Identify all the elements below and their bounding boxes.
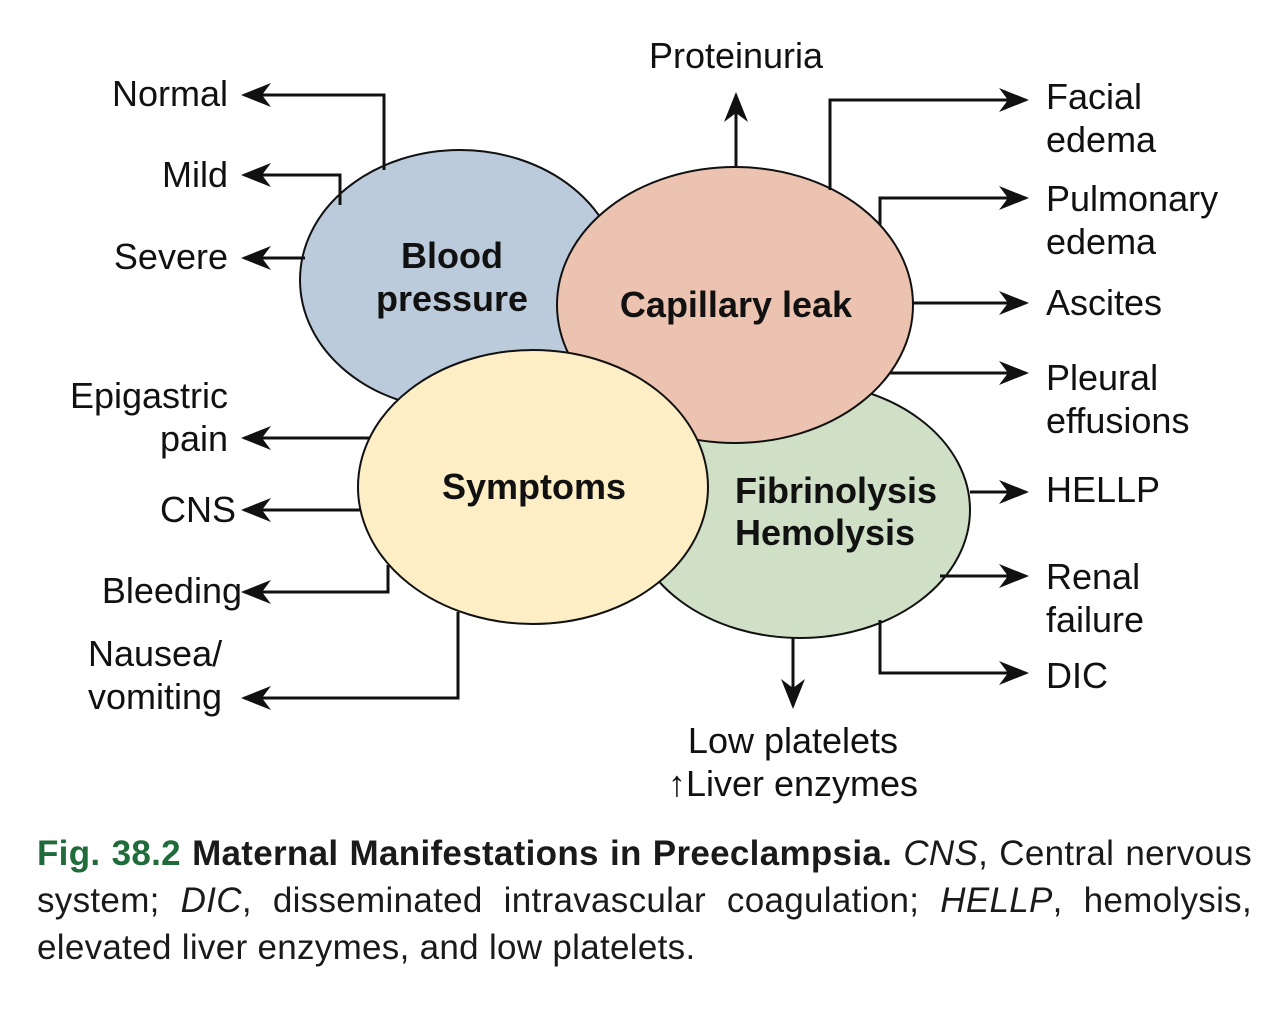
vomiting-label: vomiting — [88, 676, 222, 717]
figure-caption: Fig. 38.2 Maternal Manifestations in Pre… — [37, 830, 1252, 971]
figure-number: Fig. 38.2 — [37, 834, 181, 873]
severe-label: Severe — [114, 236, 228, 277]
abbr-dic: DIC — [180, 881, 242, 920]
normal-label: Normal — [112, 73, 228, 114]
low-platelets-label: Low platelets — [688, 720, 898, 761]
hellp-label: HELLP — [1046, 469, 1160, 510]
bleeding-label: Bleeding — [102, 570, 242, 611]
cns-label: CNS — [160, 489, 236, 530]
hemolysis-label: Hemolysis — [735, 512, 915, 553]
symptoms-label: Symptoms — [442, 466, 626, 507]
def-hellp: , hemolysis, elevated liver enzymes, and… — [37, 881, 1252, 967]
pulmonary-label: Pulmonary — [1046, 178, 1218, 219]
def-cns: , Central nervous system; — [37, 834, 1252, 920]
blood-pressure-label-line1: Blood — [401, 235, 503, 276]
def-dic: , disseminated intravascular coagulation… — [241, 881, 941, 920]
facial-label: Facial — [1046, 76, 1142, 117]
dic-label: DIC — [1046, 655, 1108, 696]
pulmonary-edema-label: edema — [1046, 221, 1157, 262]
abbr-cns: CNS — [903, 834, 979, 873]
pain-label: pain — [160, 418, 228, 459]
dic-arrow — [878, 620, 1029, 685]
fibrinolysis-label: Fibrinolysis — [735, 470, 937, 511]
mild-label: Mild — [162, 154, 228, 195]
mild-arrow — [241, 163, 342, 205]
figure-title: Maternal Manifestations in Preeclampsia. — [192, 834, 893, 873]
nausea-vomiting-arrow — [241, 612, 460, 710]
effusions-label: effusions — [1046, 400, 1189, 441]
nausea-label: Nausea/ — [88, 633, 222, 674]
ascites-label: Ascites — [1046, 282, 1162, 323]
pulmonary-edema-arrow — [878, 186, 1029, 225]
preeclampsia-diagram: Blood pressure Capillary leak Symptoms F… — [70, 35, 1218, 804]
failure-label: failure — [1046, 599, 1144, 640]
pleural-label: Pleural — [1046, 357, 1158, 398]
bleeding-arrow — [241, 565, 390, 604]
proteinuria-label: Proteinuria — [649, 35, 824, 76]
liver-enzymes-label: ↑Liver enzymes — [668, 763, 918, 804]
epigastric-label: Epigastric — [70, 375, 228, 416]
symptoms-circle — [357, 349, 709, 625]
facial-edema-label: edema — [1046, 119, 1157, 160]
renal-label: Renal — [1046, 556, 1140, 597]
abbr-hellp: HELLP — [940, 881, 1053, 920]
capillary-leak-label: Capillary leak — [620, 284, 853, 325]
normal-arrow — [241, 83, 386, 170]
facial-edema-arrow — [828, 88, 1029, 190]
blood-pressure-label-line2: pressure — [376, 278, 528, 319]
